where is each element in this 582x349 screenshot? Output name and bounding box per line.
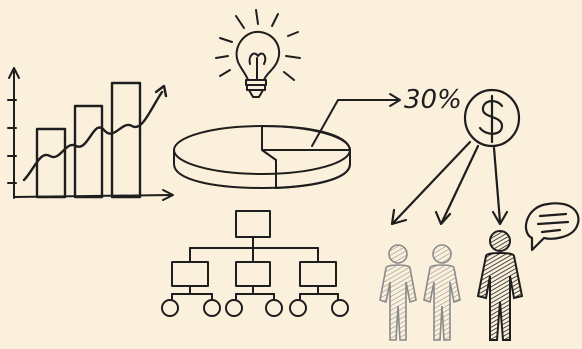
pie-callout: 30% <box>311 85 462 147</box>
lightbulb-icon <box>215 9 301 98</box>
bar-chart-icon <box>7 67 174 201</box>
bar-1 <box>35 127 67 199</box>
person-gray-1 <box>379 244 417 341</box>
pie-callout-label: 30% <box>404 85 462 115</box>
person-dark <box>476 230 524 341</box>
bar-2 <box>73 104 104 199</box>
org-chart-icon <box>161 210 349 317</box>
speech-bubble-icon <box>524 202 580 252</box>
pie-chart-icon <box>173 125 351 189</box>
people-icon <box>379 230 524 341</box>
person-gray-2 <box>423 244 461 341</box>
dollar-coin-icon <box>463 88 521 148</box>
distribution-arrows <box>390 140 509 226</box>
bar-3 <box>110 81 142 199</box>
